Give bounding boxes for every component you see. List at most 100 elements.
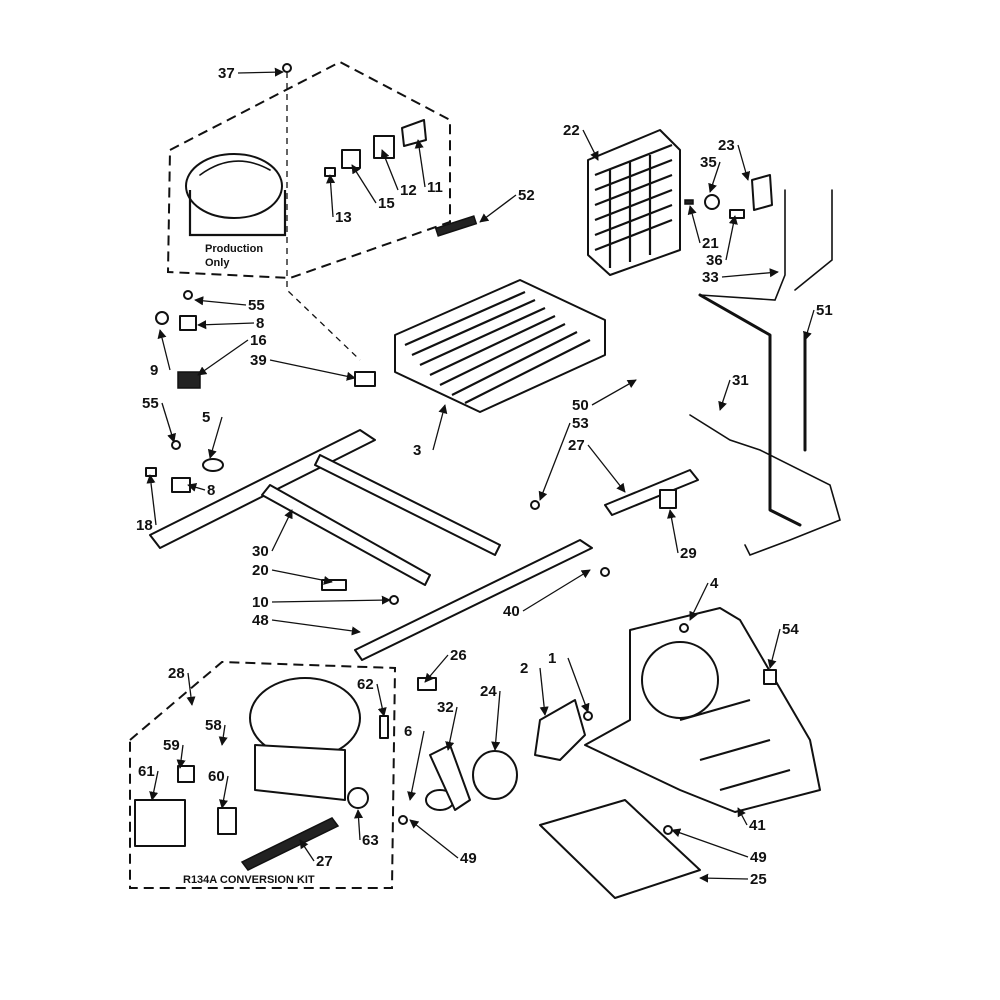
kit-part-59 bbox=[177, 765, 195, 783]
leader-line bbox=[271, 569, 333, 585]
leader-line bbox=[218, 724, 228, 746]
conversion-kit-note: R134A CONVERSION KIT bbox=[183, 874, 315, 886]
callout-24: 24 bbox=[480, 683, 497, 700]
leader-line bbox=[146, 474, 157, 526]
leader-line bbox=[587, 444, 626, 493]
fan-motor-24 bbox=[472, 750, 518, 800]
callout-22: 22 bbox=[563, 122, 580, 139]
callout-10: 10 bbox=[252, 594, 269, 611]
leader-line bbox=[409, 819, 459, 859]
callout-49: 49 bbox=[460, 850, 477, 867]
callout-28: 28 bbox=[168, 665, 185, 682]
callout-52: 52 bbox=[518, 187, 535, 204]
evaporator-22 bbox=[587, 129, 681, 276]
callout-39: 39 bbox=[250, 352, 267, 369]
leader-line bbox=[718, 379, 731, 411]
callout-5: 5 bbox=[202, 409, 210, 426]
callout-51: 51 bbox=[816, 302, 833, 319]
mount-small-parts bbox=[145, 311, 610, 605]
conversion-kit-group: R134A CONVERSION KIT bbox=[129, 660, 397, 889]
kit-grommet-63 bbox=[347, 787, 369, 809]
leader-line bbox=[671, 828, 749, 858]
leader-line bbox=[219, 775, 229, 809]
leader-line bbox=[271, 619, 361, 636]
callout-37: 37 bbox=[218, 65, 235, 82]
callout-6: 6 bbox=[404, 723, 412, 740]
leader-line bbox=[539, 667, 549, 716]
callout-60: 60 bbox=[208, 768, 225, 785]
leader-line bbox=[194, 296, 247, 306]
callout-1: 1 bbox=[548, 650, 556, 667]
leader-line bbox=[699, 873, 749, 883]
leader-line bbox=[689, 582, 709, 621]
leader-line bbox=[767, 628, 781, 669]
callout-31: 31 bbox=[732, 372, 749, 389]
tubing-group bbox=[689, 189, 841, 557]
callout-40: 40 bbox=[503, 603, 520, 620]
leader-line bbox=[207, 416, 223, 459]
callout-8: 8 bbox=[256, 315, 264, 332]
callout-12: 12 bbox=[400, 182, 417, 199]
callout-27: 27 bbox=[316, 853, 333, 870]
production-only-note-line2: Only bbox=[205, 257, 230, 269]
callout-63: 63 bbox=[362, 832, 379, 849]
leader-line bbox=[186, 672, 196, 706]
part-54 bbox=[763, 669, 777, 685]
callout-11: 11 bbox=[427, 179, 443, 196]
leader-line bbox=[351, 164, 377, 204]
leader-line bbox=[491, 690, 501, 751]
leader-line bbox=[299, 839, 315, 862]
callout-36: 36 bbox=[706, 252, 723, 269]
callout-55: 55 bbox=[142, 395, 159, 412]
callout-26: 26 bbox=[450, 647, 467, 664]
leader-line bbox=[237, 67, 284, 77]
leader-line bbox=[479, 194, 517, 223]
leader-line bbox=[380, 149, 399, 191]
drier-bracket bbox=[604, 469, 699, 516]
callout-35: 35 bbox=[700, 154, 717, 171]
leader-line bbox=[376, 683, 387, 717]
callout-4: 4 bbox=[710, 575, 719, 592]
kit-relay-61 bbox=[134, 799, 186, 847]
callout-16: 16 bbox=[250, 332, 267, 349]
leader-line bbox=[522, 569, 591, 612]
kit-drier-27 bbox=[240, 817, 340, 871]
leader-line bbox=[187, 482, 206, 492]
kit-compressor bbox=[249, 677, 361, 801]
leader-line bbox=[269, 359, 356, 381]
production-only-note-line1: Production bbox=[205, 243, 263, 255]
leader-line bbox=[432, 404, 448, 451]
leader-line bbox=[538, 422, 571, 501]
callout-30: 30 bbox=[252, 543, 269, 560]
kit-overload-60 bbox=[217, 807, 237, 835]
bracket-32 bbox=[429, 744, 471, 811]
callout-59: 59 bbox=[163, 737, 180, 754]
kit-part-62 bbox=[379, 715, 389, 739]
leader-line bbox=[567, 657, 590, 713]
leader-line bbox=[445, 706, 458, 751]
fan-motor-assembly bbox=[417, 677, 593, 811]
clip-1 bbox=[583, 711, 593, 721]
leader-line bbox=[708, 161, 721, 193]
callout-62: 62 bbox=[357, 676, 374, 693]
callout-54: 54 bbox=[782, 621, 799, 638]
leader-line bbox=[197, 320, 255, 330]
callout-27: 27 bbox=[568, 437, 585, 454]
leader-line bbox=[737, 144, 751, 181]
drier-52 bbox=[434, 215, 478, 237]
callout-61: 61 bbox=[138, 763, 155, 780]
callout-9: 9 bbox=[150, 362, 158, 379]
callout-25: 25 bbox=[750, 871, 767, 888]
leader-line bbox=[687, 205, 701, 244]
leader-line bbox=[149, 770, 159, 801]
callout-49: 49 bbox=[750, 849, 767, 866]
defrost-parts bbox=[684, 174, 773, 219]
fan-blade-2 bbox=[534, 699, 586, 761]
callout-15: 15 bbox=[378, 195, 395, 212]
callout-23: 23 bbox=[718, 137, 735, 154]
leader-line bbox=[326, 174, 336, 218]
leader-line bbox=[271, 595, 391, 605]
callout-3: 3 bbox=[413, 442, 421, 459]
